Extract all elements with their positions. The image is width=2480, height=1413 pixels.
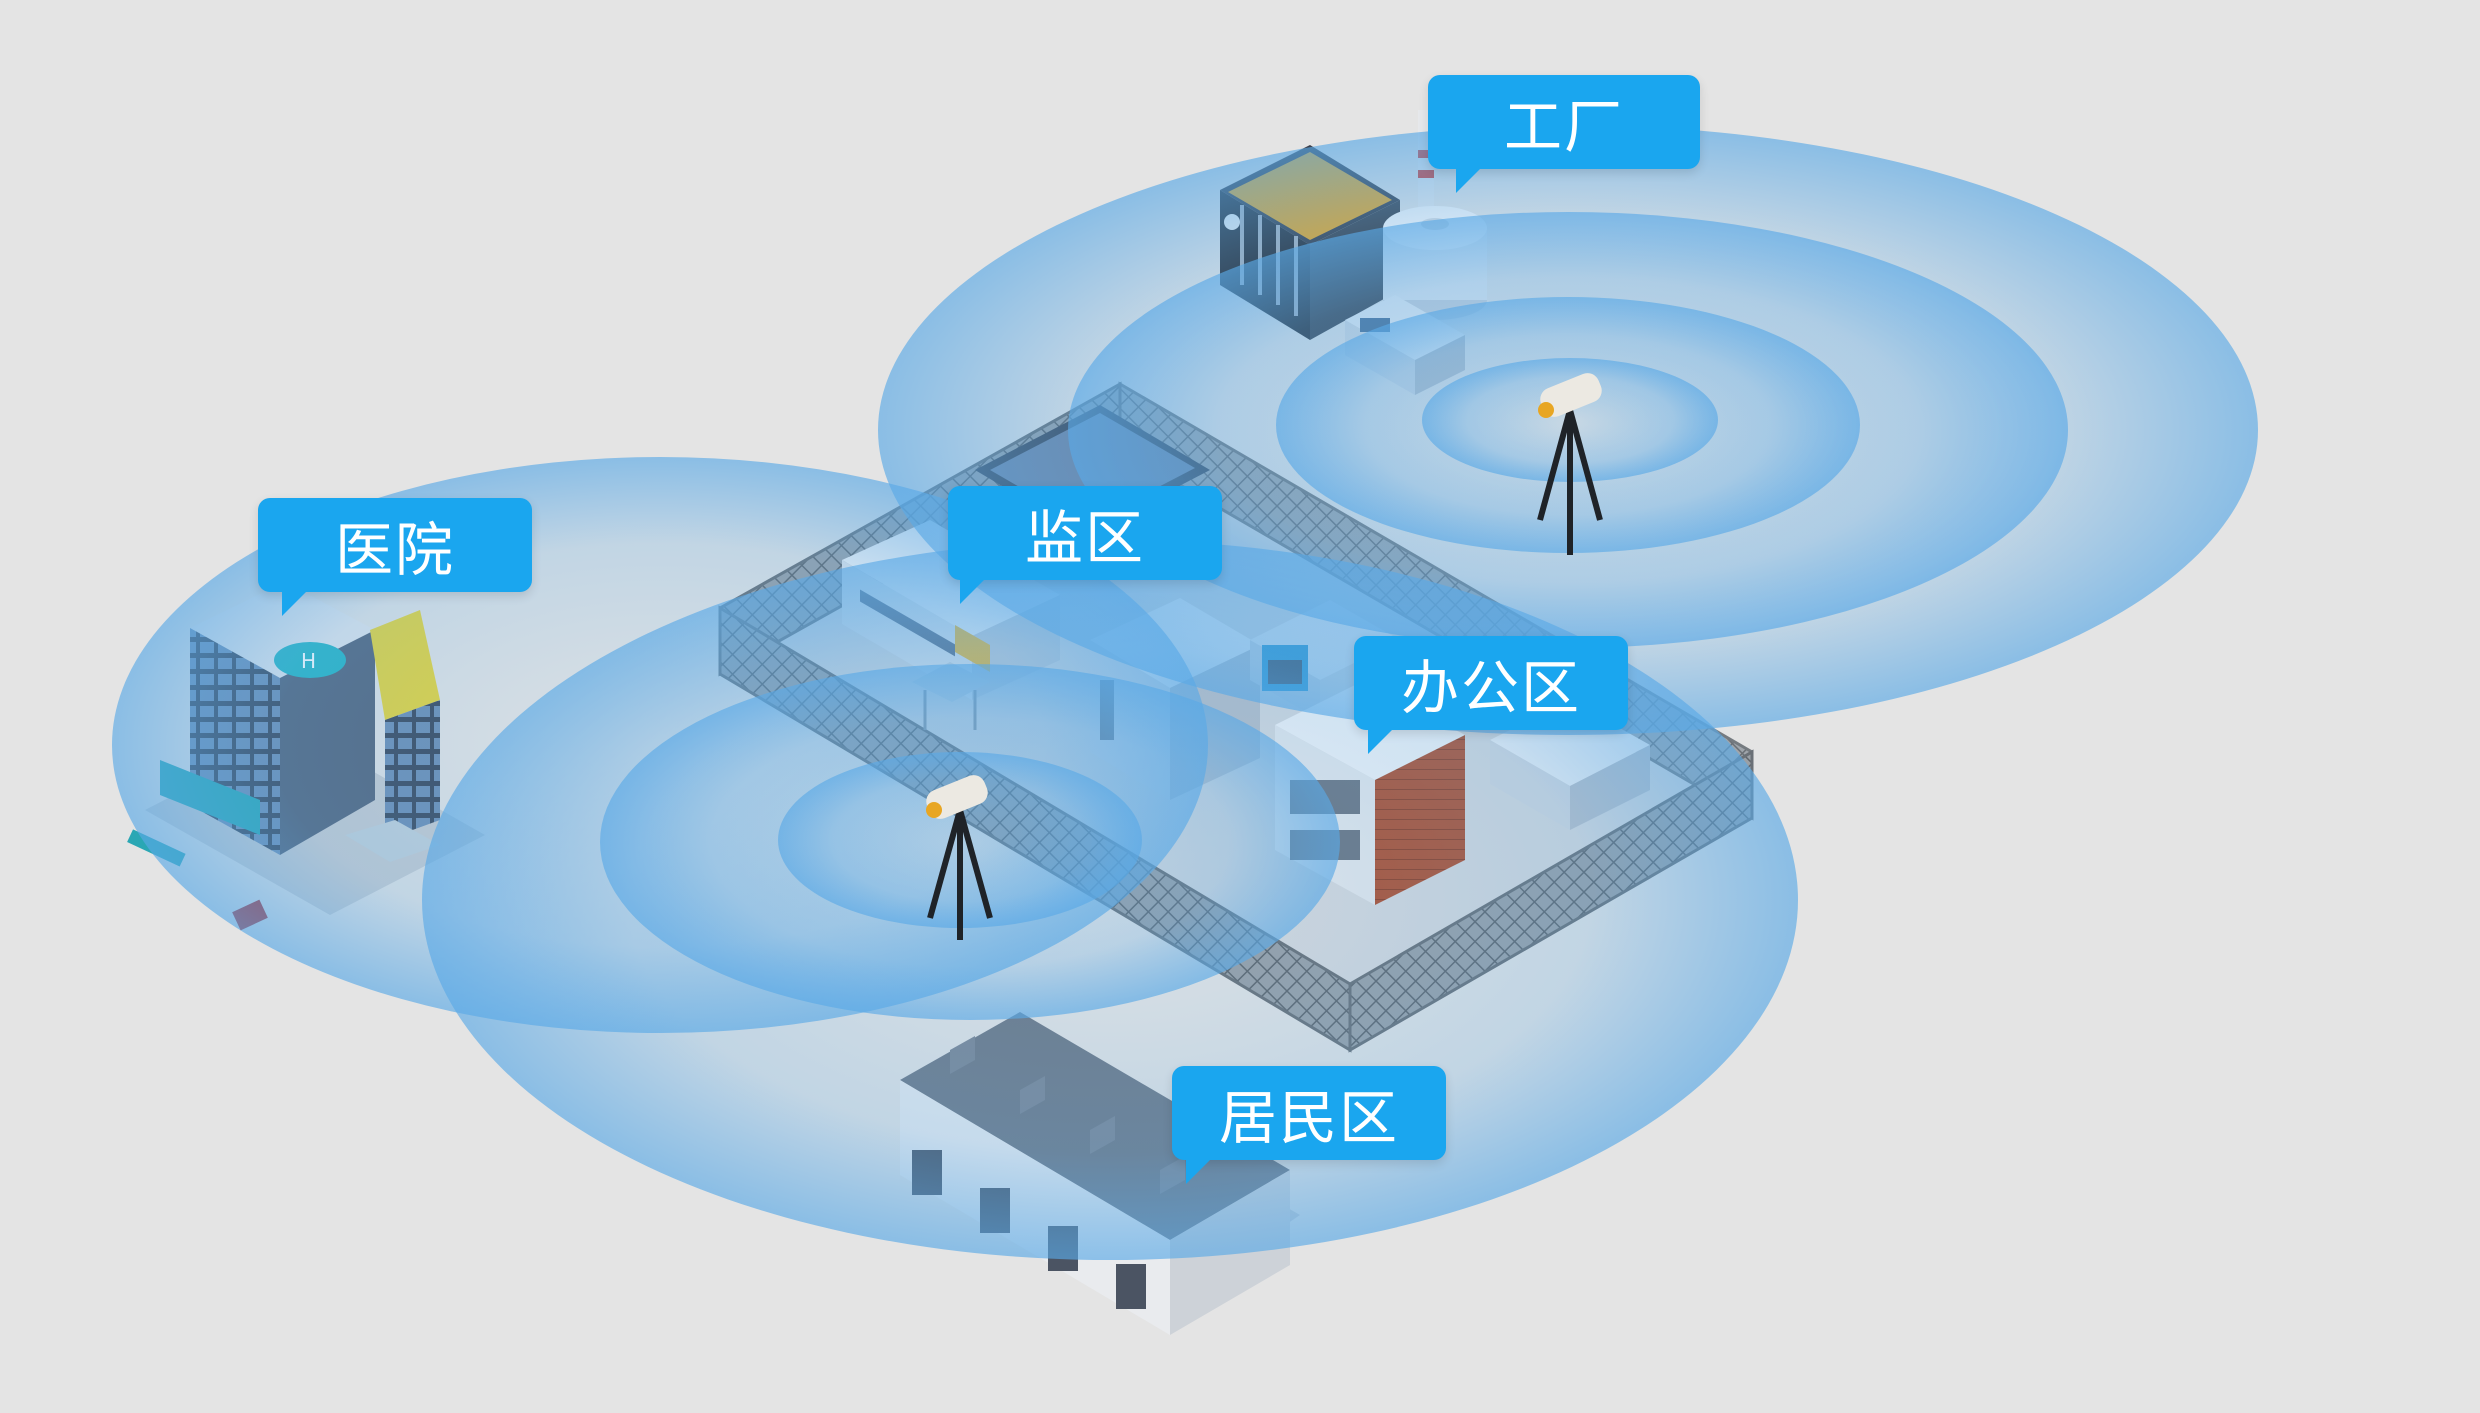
tripod-radar-sensor-icon [926,775,993,940]
prison-area-label: 监区 [948,486,1222,604]
factory-label: 工厂 [1428,75,1700,193]
residential-area-label: 居民区 [1172,1066,1446,1184]
tripod-radar-sensor-icon-2 [1537,373,1603,555]
office-area-label: 办公区 [1354,636,1628,754]
hospital-label: 医院 [258,498,532,616]
